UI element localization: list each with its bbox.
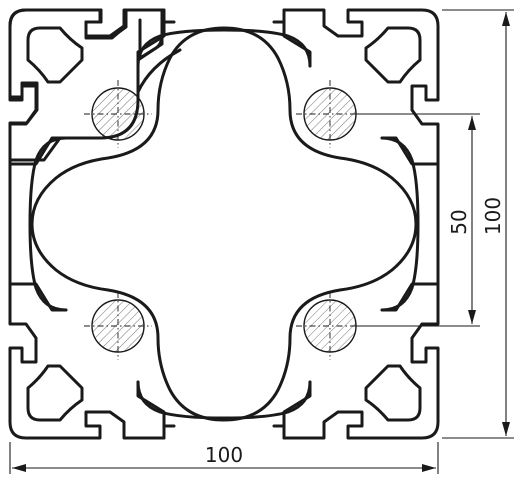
corner-bottom-right: [282, 282, 440, 440]
inner-webs: [28, 28, 420, 420]
corner-bottom-left: [8, 282, 166, 440]
dimension-right-height-label: 100: [481, 197, 505, 235]
screw-bore-top-right: [296, 80, 364, 148]
screw-bore-top-left: [84, 80, 152, 148]
dimension-right-height: 100: [442, 9, 514, 439]
corner-top-right: [282, 8, 440, 166]
dimension-bottom-width: 100: [9, 442, 439, 474]
screw-bore-bottom-left: [84, 292, 152, 360]
outer-frame: [8, 8, 166, 166]
corner-pockets: [26, 26, 422, 422]
dimension-right-inner: 50: [356, 113, 480, 327]
dimension-right-inner-label: 50: [447, 209, 471, 234]
dimension-bottom-label: 100: [205, 443, 243, 467]
central-cavity: [30, 26, 418, 422]
bottom-center-slot: [162, 424, 286, 440]
side-edges: [8, 162, 440, 286]
